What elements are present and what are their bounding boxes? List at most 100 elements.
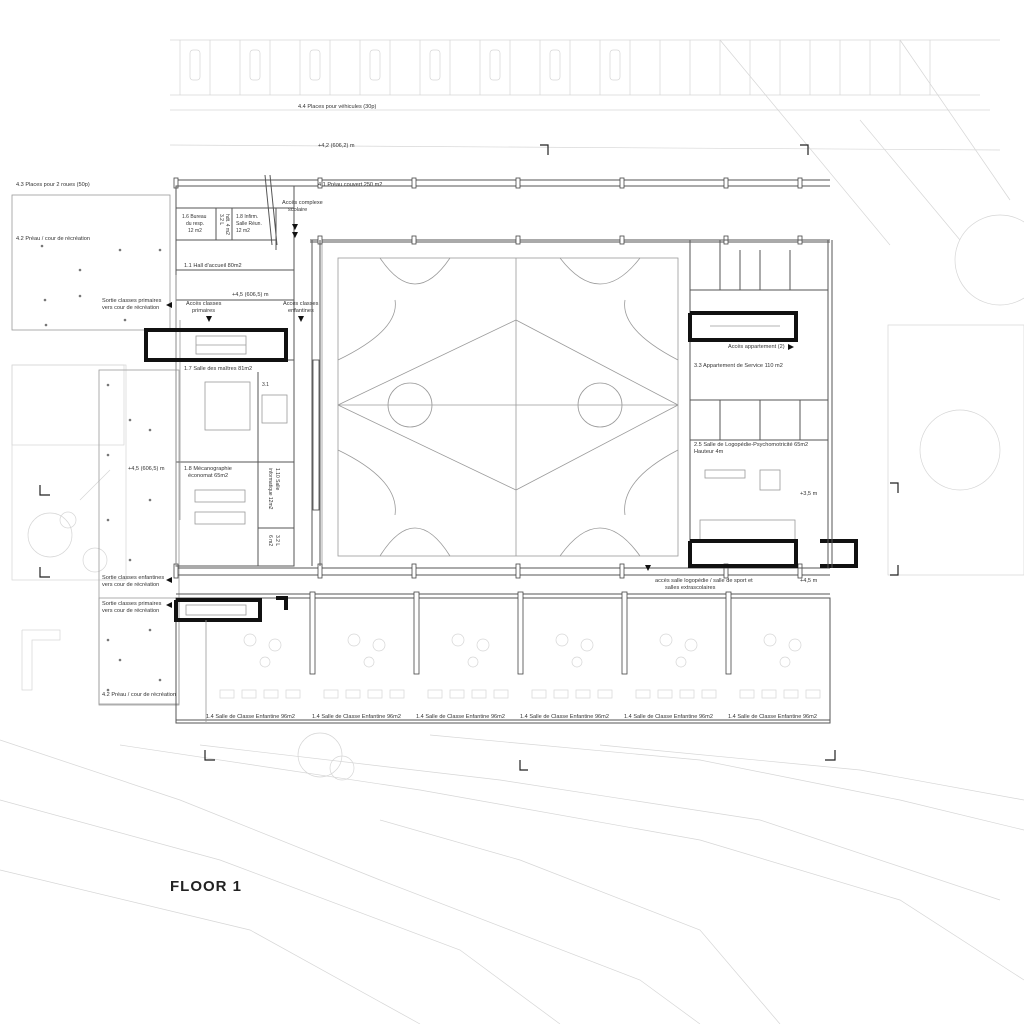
- desk: [657, 689, 673, 699]
- label-parking-vehicles: 4.4 Places pour véhicules (30p): [298, 104, 376, 110]
- label-parking-2roues: 4.3 Places pour 2 roues (50p): [16, 182, 90, 188]
- label-bureau-2: du resp.: [186, 221, 204, 227]
- desk: [701, 689, 717, 699]
- label-sortie-enfantines-2: vers cour de récréation: [102, 582, 159, 588]
- tree-dot: [40, 244, 44, 248]
- label-acces-enfantines: Accès classes: [283, 301, 319, 307]
- arrow-left-icon: [166, 577, 172, 583]
- room-labels: 4.4 Places pour véhicules (30p) +4,2 (60…: [16, 104, 818, 720]
- label-wc-32: 3.2 L: [274, 535, 280, 546]
- label-sortie-primaires-bottom-2: vers cour de récréation: [102, 608, 159, 614]
- round-table: [675, 656, 687, 668]
- tree-dot: [106, 638, 110, 642]
- column: [619, 563, 625, 579]
- classroom-divider: [309, 591, 316, 675]
- label-bureau-3: 12 m2: [188, 228, 202, 234]
- admin-wing: [144, 174, 321, 567]
- column: [515, 563, 521, 579]
- tree-dot: [128, 558, 132, 562]
- round-table: [555, 633, 569, 647]
- car-outline: [309, 49, 321, 81]
- classroom-divider: [725, 591, 732, 675]
- label-informatique: 1.10 Salle: [274, 468, 280, 490]
- column: [723, 177, 729, 189]
- courtyards: [11, 194, 180, 706]
- arrow-down-icon: [292, 224, 298, 230]
- label-infirm-3: 12 m2: [236, 228, 250, 234]
- arrow-right-icon: [788, 344, 794, 350]
- desk: [531, 689, 547, 699]
- arrow-left-icon: [166, 602, 172, 608]
- label-acces-complexe: Accès complexe: [282, 200, 323, 206]
- car-outline: [189, 49, 201, 81]
- arrow-left-icon: [166, 302, 172, 308]
- label-infirm: 1.8 Infirm.: [236, 214, 258, 220]
- desk: [679, 689, 695, 699]
- label-wc-31: 3.1: [262, 382, 269, 388]
- label-logopedie-hauteur: Hauteur 4m: [694, 449, 724, 455]
- tree-dot: [106, 688, 110, 692]
- desk: [493, 689, 509, 699]
- label-classe: 1.4 Salle de Classe Enfantine 96m2: [206, 714, 295, 720]
- label-classe: 1.4 Salle de Classe Enfantine 96m2: [624, 714, 713, 720]
- car-outline: [609, 49, 621, 81]
- round-table: [684, 638, 698, 652]
- label-elevation-left: +4,5 (606,5) m: [128, 466, 165, 472]
- car-outline: [489, 49, 501, 81]
- classroom-divider: [621, 591, 628, 675]
- desk: [739, 689, 755, 699]
- site-context: [0, 39, 1024, 1024]
- east-wing: [688, 239, 858, 569]
- label-acces-enfantines-2: enfantines: [288, 308, 314, 314]
- column: [411, 563, 417, 579]
- label-appartement-service: 3.3 Appartement de Service 110 m2: [694, 363, 783, 369]
- column: [515, 235, 521, 245]
- tree-dot: [123, 318, 127, 322]
- label-acces-logopedie: accès salle logopédie / salle de sport e…: [655, 578, 753, 584]
- label-wc-small: 3.2 L: [218, 214, 224, 225]
- column: [411, 235, 417, 245]
- tree-dot: [44, 323, 48, 327]
- round-table: [347, 633, 361, 647]
- tree-dot: [158, 678, 162, 682]
- label-sortie-primaires-bottom: Sortie classes primaires: [102, 601, 162, 607]
- label-hall: 1.1 Hall d'accueil 80m2: [184, 263, 242, 269]
- round-table: [372, 638, 386, 652]
- classroom-divider: [517, 591, 524, 675]
- label-acces-primaires: Accès classes: [186, 301, 222, 307]
- tree-dot: [128, 418, 132, 422]
- label-mecanographie: 1.8 Mécanographie: [184, 466, 232, 472]
- label-wc-small-2: hdt. 4 m2: [224, 214, 230, 235]
- label-elevation: +4,2 (606,2) m: [318, 143, 355, 149]
- round-table: [243, 633, 257, 647]
- label-preau-cour: 4.2 Préau / cour de récréation: [16, 236, 90, 242]
- round-table: [268, 638, 282, 652]
- label-elevation-45-right: +4,5 m: [800, 578, 818, 584]
- desk: [389, 689, 405, 699]
- classroom-wing: [174, 591, 831, 724]
- gymnasium: [321, 239, 691, 569]
- label-infirm-2: Salle Réun.: [236, 221, 262, 227]
- desk: [761, 689, 777, 699]
- desk: [805, 689, 821, 699]
- desk: [241, 689, 257, 699]
- desk: [285, 689, 301, 699]
- desk: [783, 689, 799, 699]
- arrow-down-icon: [298, 316, 304, 322]
- label-classe: 1.4 Salle de Classe Enfantine 96m2: [728, 714, 817, 720]
- label-acces-complexe-2: scolaire: [288, 207, 307, 213]
- label-acces-primaires-2: primaires: [192, 308, 215, 314]
- car-outline: [549, 49, 561, 81]
- label-sortie-enfantines: Sortie classes enfantines: [102, 575, 164, 581]
- car-outline: [249, 49, 261, 81]
- tree-dot: [118, 248, 122, 252]
- column: [317, 563, 323, 579]
- label-preau-couvert: 4.1 Préau couvert 250 m2: [318, 182, 382, 188]
- round-table: [476, 638, 490, 652]
- label-mecanographie-2: économat 65m2: [188, 473, 228, 479]
- desk: [597, 689, 613, 699]
- column: [515, 177, 521, 189]
- desk: [345, 689, 361, 699]
- tree-dot: [148, 628, 152, 632]
